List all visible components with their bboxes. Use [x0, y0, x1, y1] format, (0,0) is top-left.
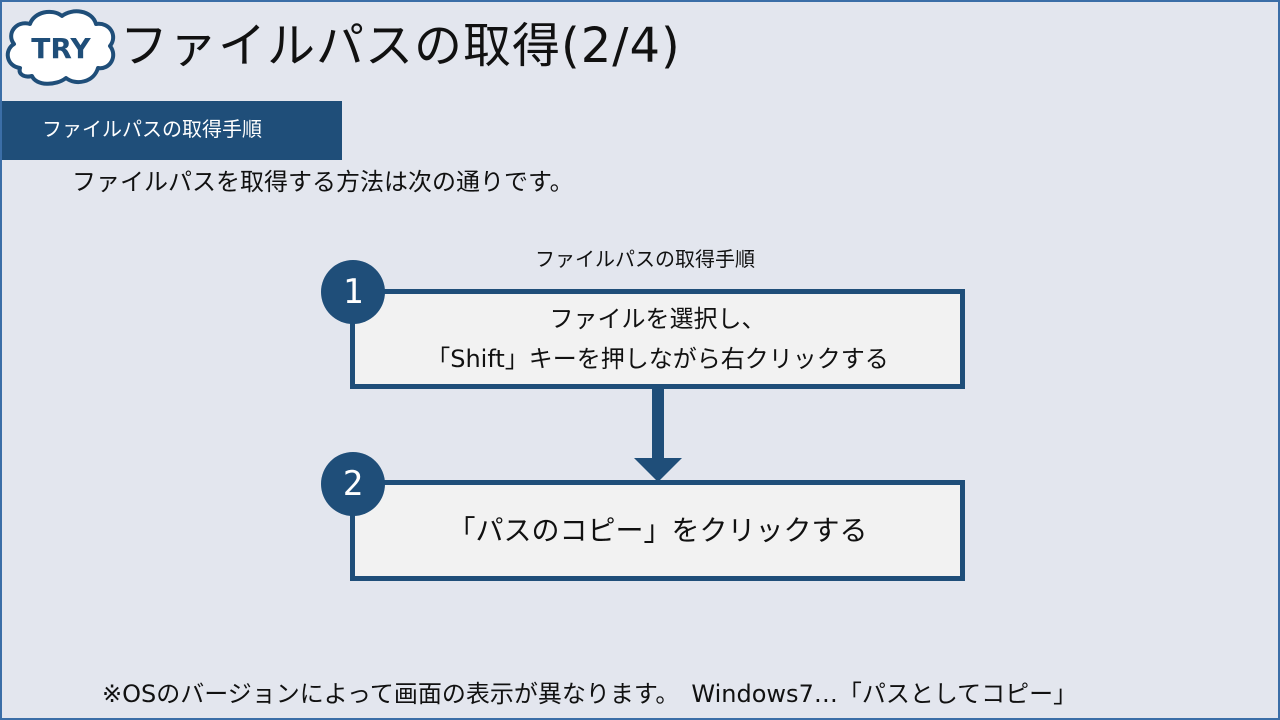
diagram-caption: ファイルパスの取得手順: [535, 247, 755, 271]
step-1-line-2: 「Shift」キーを押しながら右クリックする: [426, 345, 889, 373]
section-tab: ファイルパスの取得手順: [2, 101, 342, 160]
step-2-line-1: 「パスのコピー」をクリックする: [447, 513, 868, 547]
arrow-down-icon: [632, 388, 684, 482]
intro-text: ファイルパスを取得する方法は次の通りです。: [72, 168, 574, 196]
step-1-line-1: ファイルを選択し、: [549, 305, 766, 333]
step-number-2: 2: [321, 452, 385, 516]
try-cloud-badge: TRY: [2, 6, 120, 88]
try-badge-label: TRY: [31, 32, 91, 65]
step-number-1: 1: [321, 260, 385, 324]
footnote: ※OSのバージョンによって画面の表示が異なります。 Windows7…「パスとし…: [102, 680, 1078, 708]
step-box-1: ファイルを選択し、 「Shift」キーを押しながら右クリックする: [350, 289, 965, 389]
slide-title: ファイルパスの取得(2/4): [120, 18, 681, 74]
step-box-2: 「パスのコピー」をクリックする: [350, 480, 965, 581]
cloud-icon: TRY: [5, 9, 116, 86]
